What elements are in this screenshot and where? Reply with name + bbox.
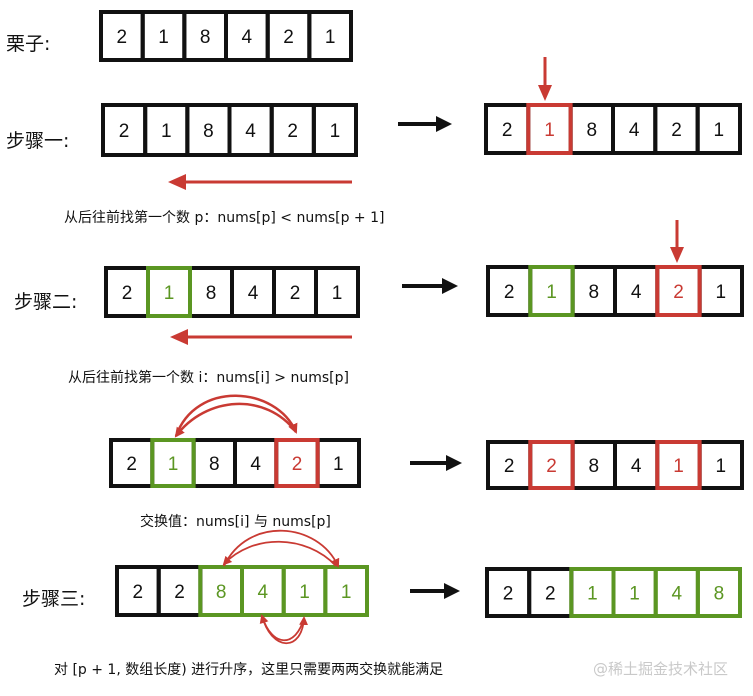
array-cell (314, 266, 360, 318)
array-cell-value: 2 (502, 120, 513, 141)
step3-after-array: 2 2 1 1 4 8 (485, 567, 742, 618)
array-cell-value: 2 (117, 27, 128, 48)
array-cell-value: 1 (168, 454, 179, 475)
array-cell-value: 2 (122, 283, 133, 304)
array-cell-value: 1 (587, 584, 598, 605)
array-cell-value: 2 (126, 454, 137, 475)
left-arrow-icon (168, 174, 352, 190)
array-cell-value: 4 (672, 584, 683, 605)
array-cell-value: 4 (631, 282, 642, 303)
array-cell (146, 266, 192, 318)
array-cell (655, 440, 702, 490)
swap-before-array: 2 1 8 4 2 1 (109, 438, 362, 488)
array-cell-value: 1 (341, 582, 352, 603)
array-cell-value: 4 (242, 27, 253, 48)
array-cell-value: 4 (631, 456, 642, 477)
array-cell-value: 2 (673, 282, 684, 303)
array-cell-value: 8 (587, 120, 598, 141)
example-label: 栗子: (6, 33, 51, 55)
array-cell-value: 2 (671, 120, 682, 141)
array-cell-value: 4 (250, 454, 261, 475)
array-cell-value: 1 (299, 582, 310, 603)
right-arrow-icon (410, 455, 462, 471)
array-cell (274, 438, 320, 488)
array-cell (323, 565, 369, 617)
array-cell (695, 567, 742, 618)
array-cell-value: 1 (333, 454, 344, 475)
array-cell-value: 1 (164, 283, 175, 304)
step2-label: 步骤二: (14, 291, 78, 313)
step1-caption: 从后往前找第一个数 p：nums[p] < nums[p + 1] (64, 210, 385, 226)
swap-after-array: 2 2 8 4 1 1 (486, 440, 745, 490)
watermark: @稀土掘金技术社区 (593, 660, 729, 678)
array-cell-value: 2 (283, 27, 294, 48)
array-cell-value: 8 (200, 27, 211, 48)
array-cell-value: 2 (290, 283, 301, 304)
array-cell-value: 1 (330, 121, 341, 142)
array-cell (655, 265, 702, 317)
step1-after-array: 2 1 8 4 2 1 (484, 103, 743, 155)
step3-swap-bottom-arrows-icon (259, 614, 309, 645)
array-cell-value: 2 (503, 584, 514, 605)
array-cell (528, 440, 575, 490)
array-cell-value: 2 (133, 582, 144, 603)
array-cell-value: 2 (504, 456, 515, 477)
array-cell (526, 103, 573, 155)
array-cell-value: 1 (714, 120, 725, 141)
array-cell (311, 103, 358, 157)
array-cell-value: 2 (545, 584, 556, 605)
array-cell-value: 8 (589, 282, 600, 303)
array-cell-value: 8 (209, 454, 220, 475)
array-cell-value: 2 (292, 454, 303, 475)
array-cell-value: 1 (158, 27, 169, 48)
down-arrow-icon (538, 57, 552, 101)
right-arrow-icon (402, 278, 458, 294)
array-cell-value: 8 (206, 283, 217, 304)
step2-before-array: 2 1 8 4 2 1 (104, 266, 360, 318)
right-arrow-icon (398, 116, 452, 132)
array-cell-value: 1 (629, 584, 640, 605)
array-cell-value: 4 (248, 283, 259, 304)
step1-label: 步骤一: (6, 130, 70, 152)
step3-caption: 对 [p + 1, 数组长度) 进行升序，这里只需要两两交换就能满足 (54, 662, 444, 678)
right-arrow-icon (410, 583, 460, 599)
array-cell-value: 2 (287, 121, 298, 142)
step3-swap-top-arrows-icon (222, 529, 340, 568)
array-cell-value: 1 (544, 120, 555, 141)
left-arrow-icon (170, 329, 352, 345)
array-cell-value: 1 (161, 121, 172, 142)
step1-before-array: 2 1 8 4 2 1 (101, 103, 358, 157)
array-cell-value: 8 (589, 456, 600, 477)
array-cell-value: 1 (325, 27, 336, 48)
array-cell-value: 1 (546, 282, 557, 303)
array-cell-value: 1 (332, 283, 343, 304)
array-cell-value: 4 (258, 582, 269, 603)
array-cell-value: 2 (504, 282, 515, 303)
down-arrow-icon (670, 220, 684, 263)
swap-arrows-icon (174, 394, 298, 438)
array-cell-value: 4 (245, 121, 256, 142)
array-cell-value: 2 (174, 582, 185, 603)
array-cell-value: 8 (216, 582, 227, 603)
array-cell-value: 2 (119, 121, 130, 142)
array-cell (307, 10, 353, 62)
array-cell-value: 1 (673, 456, 684, 477)
array-cell-value: 8 (203, 121, 214, 142)
array-cell-value: 2 (546, 456, 557, 477)
swap-caption: 交换值：nums[i] 与 nums[p] (140, 514, 331, 530)
step2-caption: 从后往前找第一个数 i：nums[i] > nums[p] (68, 370, 349, 386)
array-cell-value: 1 (716, 456, 727, 477)
example-array: 2 1 8 4 2 1 (99, 10, 353, 62)
step3-label: 步骤三: (22, 588, 86, 610)
array-cell (528, 265, 575, 317)
array-cell-value: 8 (714, 584, 725, 605)
step3-before-array: 2 2 8 4 1 1 (115, 565, 369, 617)
array-cell-value: 1 (716, 282, 727, 303)
array-cell (695, 103, 743, 155)
array-cell (150, 438, 196, 488)
array-cell-value: 4 (629, 120, 640, 141)
step2-after-array: 2 1 8 4 2 1 (486, 265, 745, 317)
